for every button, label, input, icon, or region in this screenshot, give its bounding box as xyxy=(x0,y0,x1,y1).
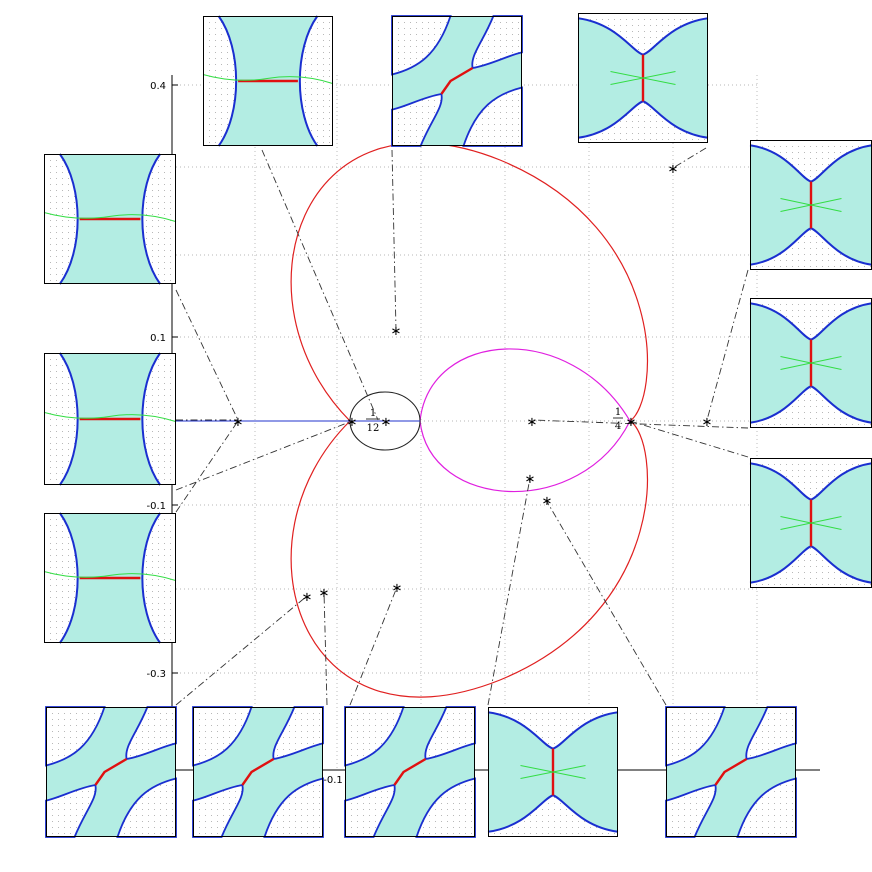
inset-top-3 xyxy=(577,13,709,143)
inset-bottom-5 xyxy=(665,706,797,838)
x-tick-neg-0-1: -0.1 xyxy=(323,775,343,786)
inset-right-3 xyxy=(749,458,872,588)
inset-bottom-1 xyxy=(45,706,177,838)
inset-boundary-2 xyxy=(471,15,523,70)
inset-boundary-0 xyxy=(665,706,726,767)
inset-frame xyxy=(488,707,618,837)
inset-left-1 xyxy=(43,153,177,285)
inset-red-edge xyxy=(241,757,275,786)
inset-frame xyxy=(44,353,176,485)
inset-bottom-2 xyxy=(192,706,324,838)
label-one-quarter: 1 4 xyxy=(613,407,623,432)
inset-boundary-1 xyxy=(736,777,797,838)
inset-green-cross xyxy=(780,356,842,370)
inset-bottom-3 xyxy=(344,706,476,838)
inset-boundary-bottom xyxy=(487,794,619,833)
star-marker-2: ∗ xyxy=(381,415,392,430)
star-marker-10: ∗ xyxy=(302,590,313,605)
inset-boundary-0 xyxy=(344,706,405,767)
inset-boundary-0 xyxy=(192,706,253,767)
y-tick-0-1: 0.1 xyxy=(150,333,166,344)
inset-boundary-3 xyxy=(391,92,443,147)
upper-red-loop xyxy=(290,142,648,422)
inset-boundary-2 xyxy=(272,706,324,761)
inset-frame xyxy=(203,16,333,146)
inset-boundary-1 xyxy=(415,777,476,838)
star-marker-4: ∗ xyxy=(668,162,679,177)
inset-green-curve xyxy=(43,212,177,223)
inset-red-edge xyxy=(714,757,748,786)
star-marker-1: ∗ xyxy=(347,415,358,430)
inset-boundary-1 xyxy=(462,86,523,147)
inset-green-cross xyxy=(780,198,842,212)
inset-boundary-left xyxy=(59,352,79,486)
inset-green-curve xyxy=(43,571,177,582)
inset-green-cross xyxy=(520,765,586,779)
inset-bottom-4 xyxy=(487,707,619,837)
inset-green-cross xyxy=(610,71,676,85)
leader-lines xyxy=(175,147,749,706)
inset-frame xyxy=(46,707,176,837)
star-markers: ∗ ∗ ∗ ∗ ∗ ∗ ∗ ∗ ∗ ∗ ∗ ∗ ∗ xyxy=(233,162,713,605)
star-marker-0: ∗ xyxy=(233,415,244,430)
inset-boundary-0 xyxy=(45,706,106,767)
inset-frame xyxy=(392,16,522,146)
star-marker-11: ∗ xyxy=(319,586,330,601)
inset-red-edge xyxy=(393,757,427,786)
y-tick-neg-0-3: -0.3 xyxy=(146,669,166,680)
inset-boundary-right xyxy=(141,512,161,644)
inset-boundary-right xyxy=(298,15,319,147)
inset-boundary-2 xyxy=(424,706,476,761)
inset-green-curve xyxy=(202,74,334,85)
inset-boundary-left xyxy=(59,512,79,644)
star-marker-12: ∗ xyxy=(392,581,403,596)
inset-frame xyxy=(44,154,176,284)
y-tick-neg-0-1: -0.1 xyxy=(146,501,166,512)
inset-right-2 xyxy=(749,298,872,428)
star-marker-3: ∗ xyxy=(391,324,402,339)
inset-left-2 xyxy=(43,352,177,486)
lower-red-loop xyxy=(290,420,648,698)
magenta-loop xyxy=(419,348,631,493)
inset-boundary-1 xyxy=(116,777,177,838)
frac-1-12-num: 1 xyxy=(370,408,376,419)
inset-boundary-3 xyxy=(344,783,396,838)
inset-red-edge xyxy=(94,757,128,786)
inset-boundary-right xyxy=(141,153,161,285)
frac-1-12-den: 12 xyxy=(367,423,380,434)
inset-left-3 xyxy=(43,512,177,644)
y-tick-0-4: 0.4 xyxy=(150,81,166,92)
star-marker-5: ∗ xyxy=(527,415,538,430)
inset-top-1 xyxy=(202,15,334,147)
inset-frame xyxy=(578,13,708,143)
inset-frame xyxy=(666,707,796,837)
inset-boundary-0 xyxy=(391,15,452,76)
star-marker-6: ∗ xyxy=(626,415,637,430)
frac-1-4-num: 1 xyxy=(615,407,621,418)
inset-right-1 xyxy=(749,140,872,270)
inset-red-edge xyxy=(440,66,474,95)
insets xyxy=(43,13,872,838)
inset-green-cross xyxy=(780,516,842,530)
inset-boundary-left xyxy=(217,15,238,147)
inset-top-2 xyxy=(391,15,523,147)
inset-boundary-top xyxy=(487,711,619,750)
star-marker-8: ∗ xyxy=(525,472,536,487)
frac-1-4-den: 4 xyxy=(615,421,621,432)
inset-frame xyxy=(44,513,176,643)
background-grid xyxy=(172,75,760,770)
inset-boundary-bottom xyxy=(749,545,872,584)
star-marker-9: ∗ xyxy=(542,494,553,509)
inset-boundary-right xyxy=(141,352,161,486)
inset-boundary-1 xyxy=(263,777,324,838)
inset-frame xyxy=(193,707,323,837)
inset-boundary-left xyxy=(59,153,79,285)
inset-green-curve xyxy=(43,411,177,423)
inset-frame xyxy=(345,707,475,837)
y-axis-ticks xyxy=(172,84,178,674)
star-marker-7: ∗ xyxy=(702,415,713,430)
inset-boundary-3 xyxy=(192,783,244,838)
